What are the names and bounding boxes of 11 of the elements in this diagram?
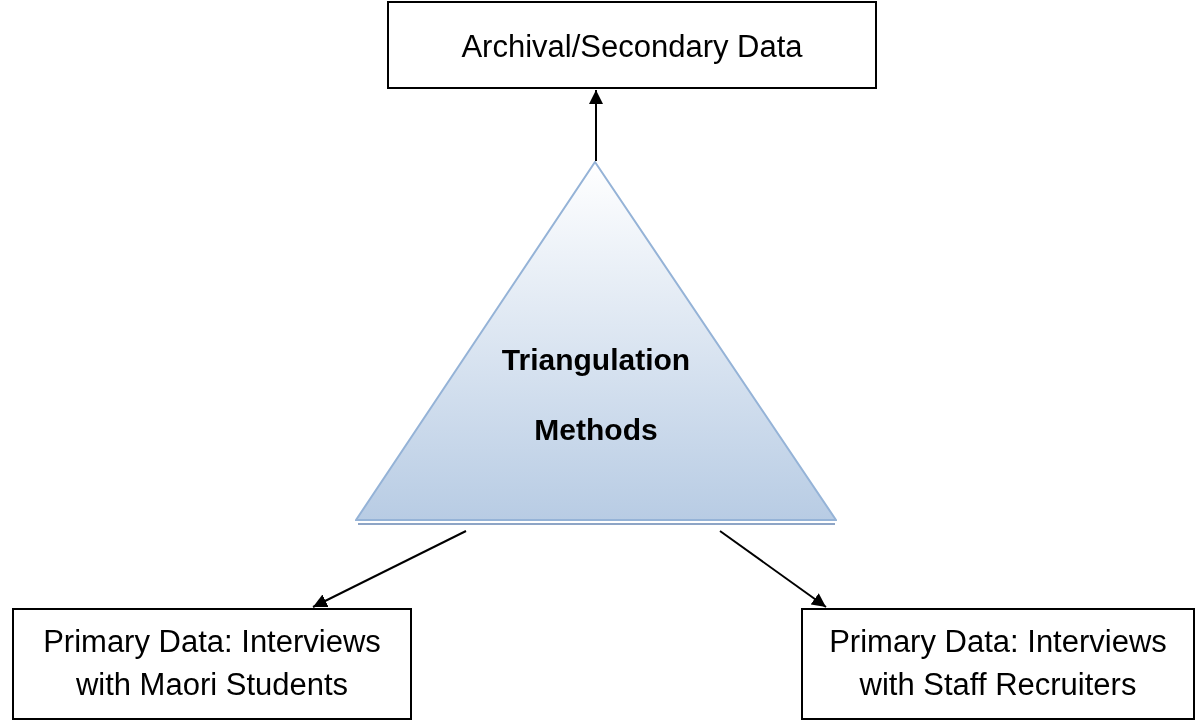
triangle-shape — [355, 161, 837, 526]
text-box — [801, 608, 1195, 720]
text-box — [12, 608, 412, 720]
text-box — [387, 1, 877, 89]
arrow — [312, 530, 467, 608]
arrow — [589, 89, 603, 162]
node-label: Archival/Secondary Data — [461, 28, 803, 66]
node-label: Primary Data: Interviews with Staff Recruiters — [828, 623, 1168, 704]
arrow — [719, 530, 827, 608]
node-label: Primary Data: Interviews with Maori Students — [42, 623, 382, 704]
node-label: Triangulation Methods — [500, 342, 692, 448]
